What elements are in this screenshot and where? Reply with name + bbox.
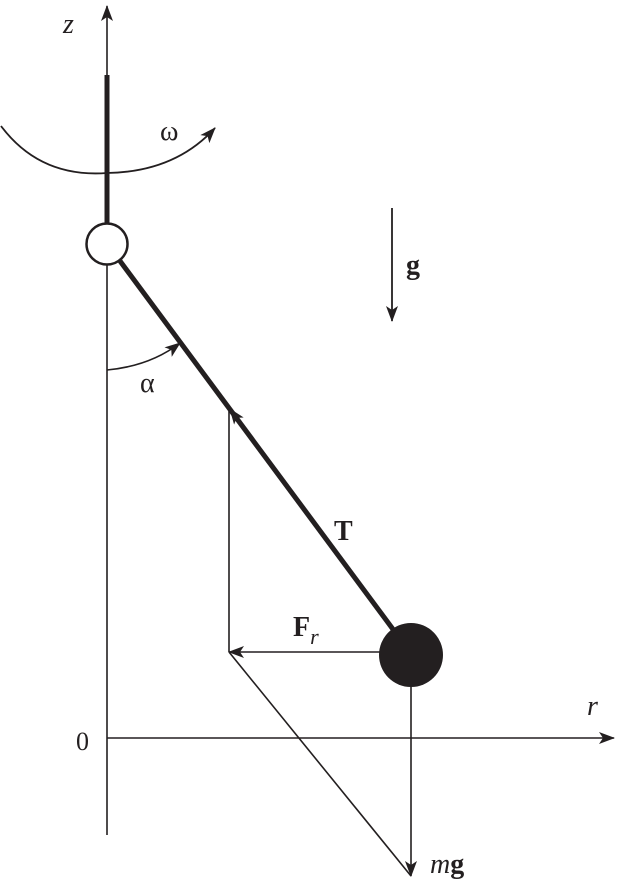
pendulum-bob: [379, 623, 443, 687]
weight-mass-symbol: m: [430, 849, 450, 880]
weight-label: mg: [430, 849, 464, 880]
tension-label: T: [334, 516, 353, 547]
tension-arrow: [229, 408, 251, 437]
pendulum-rod: [117, 259, 398, 634]
omega-label: ω: [160, 116, 178, 147]
z-axis-label: z: [62, 9, 74, 40]
weight-g-symbol: g: [450, 849, 464, 880]
omega-rotation-arrow: [0, 125, 216, 175]
radial-force-symbol: F: [293, 612, 310, 643]
pivot-circle: [85, 222, 129, 266]
resultant-diagonal: [228, 651, 412, 877]
r-axis-label: r: [587, 691, 598, 722]
alpha-label: α: [140, 368, 155, 399]
gravity-label: g: [406, 250, 420, 281]
radial-force-label: Fr: [293, 612, 319, 649]
origin-label: 0: [76, 727, 89, 756]
radial-force-subscript: r: [310, 624, 319, 649]
alpha-angle-arrow: [106, 342, 181, 371]
